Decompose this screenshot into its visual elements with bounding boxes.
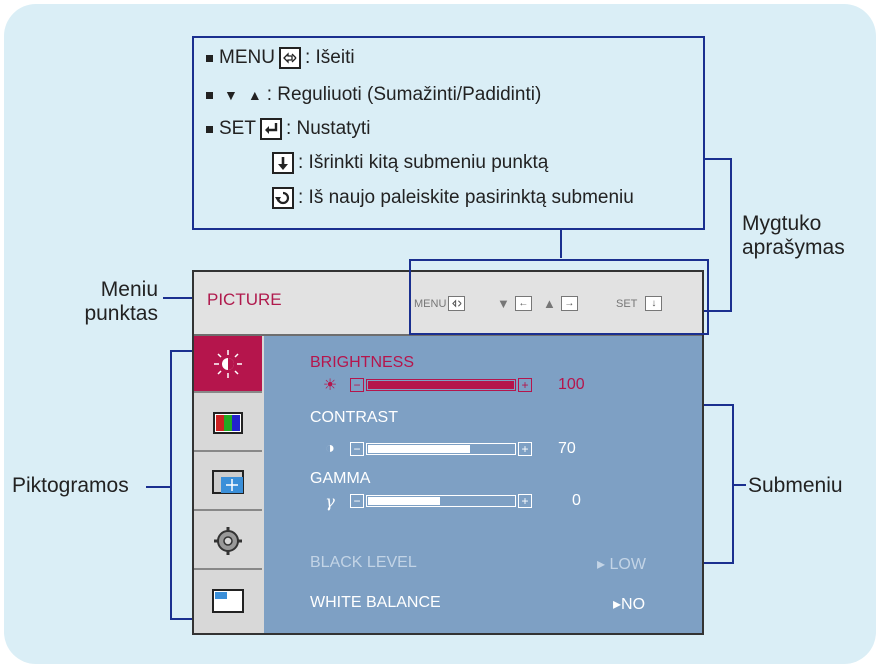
hint-menu-label: MENU: [414, 297, 447, 310]
connector-line: [702, 310, 732, 312]
hint-up-right: ▲ →: [543, 296, 578, 311]
slider-fill: [368, 381, 514, 389]
hint-set-label: SET: [616, 297, 638, 310]
gamma-label: GAMMA: [310, 470, 371, 487]
osd-hint-highlight: [409, 259, 709, 335]
window-icon[interactable]: [194, 572, 262, 629]
legend-menu-row: MENU : Išeiti: [206, 47, 355, 69]
contrast-label: CONTRAST: [310, 409, 398, 426]
legend-set-label: SET: [219, 118, 256, 139]
hint-menu: MENU: [414, 296, 466, 311]
minus-icon[interactable]: −: [350, 494, 364, 508]
contrast-value: 70: [558, 440, 576, 457]
legend-menu-text: : Išeiti: [304, 47, 355, 68]
connector-line: [163, 297, 192, 299]
plus-icon[interactable]: +: [518, 378, 532, 392]
down-arrow-icon: ↓: [645, 296, 663, 311]
sun-icon: ☀: [322, 377, 338, 394]
screen-position-icon[interactable]: [194, 454, 262, 511]
black-level-value[interactable]: ▸ LOW: [597, 556, 646, 573]
legend-set-text: : Nustatyti: [285, 118, 371, 139]
gamma-value: 0: [572, 492, 581, 509]
bullet: [206, 125, 213, 133]
slider-track[interactable]: [366, 443, 516, 455]
slider-track[interactable]: [366, 379, 516, 391]
gamma-icon: γ: [325, 491, 335, 511]
contrast-slider[interactable]: ◑ − + 70: [310, 440, 670, 458]
slider-track[interactable]: [366, 495, 516, 507]
up-triangle-icon: ▲: [543, 296, 556, 311]
legend-restart-text: : Iš naujo paleiskite pasirinktą submeni…: [298, 187, 634, 208]
connector-line: [170, 618, 192, 620]
legend-set-row: SET : Nustatyti: [206, 118, 370, 140]
menu-item-label: Meniu punktas: [80, 278, 158, 326]
slider-fill: [368, 445, 470, 453]
minus-icon[interactable]: −: [350, 378, 364, 392]
label-line: punktas: [84, 302, 158, 325]
white-balance-value[interactable]: ▸NO: [613, 596, 646, 613]
legend-menu-label: MENU: [219, 47, 275, 68]
osd-window: PICTURE MENU ▼ ← ▲ → SET ↓: [192, 259, 709, 635]
up-triangle-icon: ▲: [247, 87, 262, 103]
connector-line: [170, 350, 192, 352]
label-line: Mygtuko: [742, 212, 822, 235]
brightness-icon[interactable]: [194, 336, 262, 393]
brightness-slider[interactable]: ☀ − + 100: [310, 376, 670, 394]
down-arrow-icon: [272, 152, 294, 174]
osd-icon-sidebar: [194, 336, 264, 633]
connector-line: [734, 484, 746, 486]
left-arrow-icon: ←: [514, 296, 532, 311]
connector-line: [146, 486, 172, 488]
black-level-label: BLACK LEVEL: [310, 554, 417, 571]
legend-adjust-text: : Reguliuoti (Sumažinti/Padidinti): [266, 84, 542, 105]
legend-restart-row: : Iš naujo paleiskite pasirinktą submeni…: [268, 187, 634, 209]
submenu-label: Submeniu: [748, 474, 843, 497]
contrast-icon: ◑: [325, 440, 335, 457]
hint-down-left: ▼ ←: [497, 296, 532, 311]
plus-icon[interactable]: +: [518, 494, 532, 508]
label-line: aprašymas: [742, 236, 845, 259]
hint-set: SET ↓: [616, 296, 663, 311]
osd-title: PICTURE: [207, 290, 282, 309]
enter-icon: [259, 118, 282, 140]
connector-line: [732, 404, 734, 564]
bullet: [206, 54, 213, 62]
gamma-slider[interactable]: γ − + 0: [310, 491, 670, 511]
connector-line: [730, 158, 732, 312]
gear-icon[interactable]: [194, 513, 262, 570]
button-legend-box: MENU : Išeiti ▼ ▲ : Reguliuoti (Sumažint…: [192, 36, 705, 230]
color-bars-icon[interactable]: [194, 395, 262, 452]
legend-adjust-row: ▼ ▲ : Reguliuoti (Sumažinti/Padidinti): [206, 84, 541, 106]
connector-line: [704, 404, 734, 406]
down-triangle-icon: ▼: [497, 296, 510, 311]
label-line: Meniu: [100, 278, 158, 301]
icons-label: Piktogramos: [12, 474, 129, 497]
down-triangle-icon: ▼: [224, 87, 238, 103]
connector-line: [170, 350, 172, 620]
brightness-value: 100: [558, 376, 585, 393]
connector-line: [704, 562, 734, 564]
legend-next-text: : Išrinkti kitą submeniu punktą: [298, 152, 549, 173]
right-arrow-icon: →: [560, 296, 578, 311]
connector-line: [704, 158, 732, 160]
button-description-label: Mygtuko aprašymas: [742, 212, 845, 260]
plus-icon[interactable]: +: [518, 442, 532, 456]
legend-next-row: : Išrinkti kitą submeniu punktą: [268, 152, 548, 174]
restart-arrow-icon: [272, 187, 294, 209]
connector-line: [560, 230, 562, 258]
brightness-label: BRIGHTNESS: [310, 354, 415, 371]
exit-arrows-icon: [448, 296, 466, 311]
osd-submenu-area: BRIGHTNESS ☀ − + 100 CONTRAST ◑ − + 70 G…: [264, 336, 702, 633]
minus-icon[interactable]: −: [350, 442, 364, 456]
slider-fill: [368, 497, 440, 505]
bullet: [206, 91, 213, 99]
exit-arrows-icon: [278, 47, 301, 69]
osd-header: PICTURE MENU ▼ ← ▲ → SET ↓: [194, 259, 709, 336]
white-balance-label: WHITE BALANCE: [310, 594, 441, 611]
